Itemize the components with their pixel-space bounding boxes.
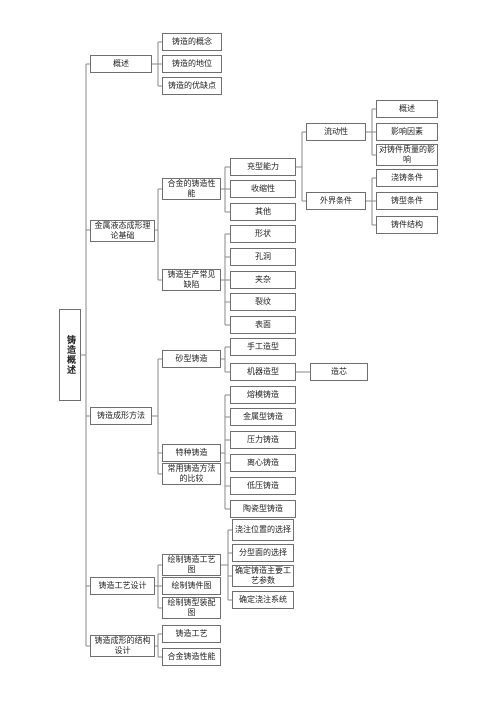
node-casting-drawing: 绘制铸件图 [162,577,221,595]
node-special-casting: 特种铸造 [162,444,221,462]
node-defect-inclusions: 夹杂 [230,271,296,289]
node-methods-comparison: 常用铸造方法的比较 [162,463,221,485]
node-overview: 概述 [90,55,152,73]
node-metal-mold-casting: 金属型铸造 [230,408,296,426]
node-mold-assembly-drawing: 绘制铸型装配图 [162,597,221,619]
node-parting-surface: 分型面的选择 [232,544,294,562]
node-core-making: 造芯 [310,363,368,381]
node-defect-surface: 表面 [230,316,296,334]
node-casting-pros-cons: 铸造的优缺点 [162,77,222,95]
node-fluidity: 流动性 [306,123,366,141]
node-mold-conditions: 铸型条件 [376,192,438,210]
node-manual-molding: 手工造型 [230,338,296,356]
node-other: 其他 [230,203,296,221]
node-filling-ability: 充型能力 [230,158,296,176]
node-casting-structure: 铸件结构 [376,216,438,234]
root-node: 铸造概述 [59,309,81,401]
node-shrinkage: 收缩性 [230,180,296,198]
node-process-drawing: 绘制铸造工艺图 [162,554,221,576]
node-casting-methods: 铸造成形方法 [90,407,152,425]
node-pouring-position: 浇注位置的选择 [232,519,294,541]
node-investment-casting: 熔模铸造 [230,386,296,404]
node-common-defects: 铸造生产常见缺陷 [162,269,221,291]
node-alloy-casting-performance: 合金的铸造性能 [162,178,221,200]
node-casting-status: 铸造的地位 [162,55,222,73]
node-external-conditions: 外界条件 [306,192,366,210]
node-sand-casting: 砂型铸造 [162,350,221,368]
node-centrifugal-casting: 离心铸造 [230,454,296,472]
node-ceramic-mold-casting: 陶瓷型铸造 [230,500,296,518]
node-liquid-forming-theory: 金属液态成形理论基础 [90,220,155,242]
node-gating-system: 确定浇注系统 [232,591,294,609]
node-influencing-factors: 影响因素 [376,123,438,141]
node-pouring-conditions: 浇铸条件 [376,169,438,187]
node-low-pressure-casting: 低压铸造 [230,477,296,495]
node-defect-shape: 形状 [230,225,296,243]
node-process-parameters: 确定铸造主要工艺参数 [232,565,294,587]
node-structure-design: 铸造成形的结构设计 [90,635,155,657]
node-machine-molding: 机器造型 [230,363,296,381]
node-casting-process: 铸造工艺 [162,625,221,643]
node-quality-impact: 对铸件质量的影响 [376,144,438,166]
node-defect-holes: 孔洞 [230,248,296,266]
node-pressure-casting: 压力铸造 [230,431,296,449]
node-process-design: 铸造工艺设计 [90,577,155,595]
node-alloy-performance: 合金铸造性能 [162,648,221,666]
node-casting-concept: 铸造的概念 [162,33,222,51]
node-defect-cracks: 裂纹 [230,293,296,311]
node-fluidity-overview: 概述 [376,100,438,118]
